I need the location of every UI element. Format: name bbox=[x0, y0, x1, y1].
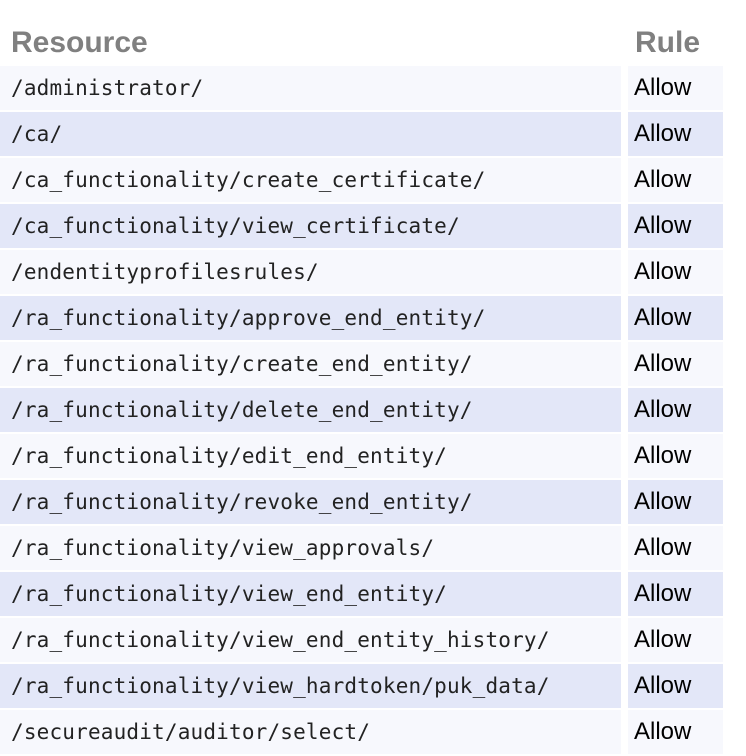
table-row: /secureaudit/auditor/select/Allow bbox=[0, 710, 746, 756]
cell-rule: Allow bbox=[628, 204, 723, 250]
table-row: /ra_functionality/view_approvals/Allow bbox=[0, 526, 746, 572]
table-row: /ca_functionality/view_certificate/Allow bbox=[0, 204, 746, 250]
cell-row-tail bbox=[723, 342, 746, 388]
cell-column-gap bbox=[621, 618, 628, 664]
cell-column-gap bbox=[621, 526, 628, 572]
cell-rule: Allow bbox=[628, 434, 723, 480]
column-header-resource: Resource bbox=[0, 0, 621, 66]
cell-column-gap bbox=[621, 296, 628, 342]
cell-row-tail bbox=[723, 388, 746, 434]
cell-resource: /ra_functionality/view_approvals/ bbox=[0, 526, 621, 572]
cell-column-gap bbox=[621, 158, 628, 204]
cell-rule: Allow bbox=[628, 526, 723, 572]
cell-row-tail bbox=[723, 618, 746, 664]
cell-column-gap bbox=[621, 204, 628, 250]
cell-column-gap bbox=[621, 250, 628, 296]
cell-row-tail bbox=[723, 664, 746, 710]
cell-row-tail bbox=[723, 296, 746, 342]
cell-column-gap bbox=[621, 112, 628, 158]
cell-row-tail bbox=[723, 480, 746, 526]
cell-rule: Allow bbox=[628, 664, 723, 710]
cell-rule: Allow bbox=[628, 66, 723, 112]
cell-rule: Allow bbox=[628, 710, 723, 756]
table-header-row: Resource Rule bbox=[0, 0, 746, 66]
cell-resource: /ra_functionality/approve_end_entity/ bbox=[0, 296, 621, 342]
column-header-rule: Rule bbox=[628, 0, 723, 66]
cell-rule: Allow bbox=[628, 572, 723, 618]
cell-resource: /ra_functionality/view_end_entity/ bbox=[0, 572, 621, 618]
table-row: /endentityprofilesrules/Allow bbox=[0, 250, 746, 296]
cell-resource: /ra_functionality/view_end_entity_histor… bbox=[0, 618, 621, 664]
cell-row-tail bbox=[723, 250, 746, 296]
cell-row-tail bbox=[723, 710, 746, 756]
cell-row-tail bbox=[723, 572, 746, 618]
table-row: /ra_functionality/edit_end_entity/Allow bbox=[0, 434, 746, 480]
column-header-tail bbox=[723, 0, 746, 66]
cell-resource: /ca_functionality/create_certificate/ bbox=[0, 158, 621, 204]
cell-resource: /ra_functionality/view_hardtoken/puk_dat… bbox=[0, 664, 621, 710]
cell-resource: /ra_functionality/delete_end_entity/ bbox=[0, 388, 621, 434]
cell-row-tail bbox=[723, 158, 746, 204]
table-body: /administrator/Allow/ca/Allow/ca_functio… bbox=[0, 66, 746, 756]
table-row: /ra_functionality/view_end_entity_histor… bbox=[0, 618, 746, 664]
cell-rule: Allow bbox=[628, 158, 723, 204]
cell-resource: /administrator/ bbox=[0, 66, 621, 112]
cell-column-gap bbox=[621, 480, 628, 526]
table-row: /ra_functionality/view_hardtoken/puk_dat… bbox=[0, 664, 746, 710]
table-row: /ca/Allow bbox=[0, 112, 746, 158]
cell-resource: /ra_functionality/create_end_entity/ bbox=[0, 342, 621, 388]
table-row: /ra_functionality/revoke_end_entity/Allo… bbox=[0, 480, 746, 526]
table-row: /ra_functionality/create_end_entity/Allo… bbox=[0, 342, 746, 388]
cell-row-tail bbox=[723, 112, 746, 158]
cell-resource: /ra_functionality/edit_end_entity/ bbox=[0, 434, 621, 480]
cell-resource: /ca/ bbox=[0, 112, 621, 158]
cell-column-gap bbox=[621, 572, 628, 618]
table-row: /ca_functionality/create_certificate/All… bbox=[0, 158, 746, 204]
cell-column-gap bbox=[621, 342, 628, 388]
table-row: /ra_functionality/view_end_entity/Allow bbox=[0, 572, 746, 618]
cell-row-tail bbox=[723, 434, 746, 480]
cell-resource: /endentityprofilesrules/ bbox=[0, 250, 621, 296]
cell-row-tail bbox=[723, 526, 746, 572]
cell-rule: Allow bbox=[628, 388, 723, 434]
table-row: /ra_functionality/approve_end_entity/All… bbox=[0, 296, 746, 342]
cell-column-gap bbox=[621, 66, 628, 112]
table-row: /ra_functionality/delete_end_entity/Allo… bbox=[0, 388, 746, 434]
cell-column-gap bbox=[621, 664, 628, 710]
cell-rule: Allow bbox=[628, 250, 723, 296]
cell-resource: /ra_functionality/revoke_end_entity/ bbox=[0, 480, 621, 526]
cell-rule: Allow bbox=[628, 342, 723, 388]
cell-column-gap bbox=[621, 434, 628, 480]
cell-rule: Allow bbox=[628, 618, 723, 664]
cell-column-gap bbox=[621, 710, 628, 756]
cell-rule: Allow bbox=[628, 296, 723, 342]
cell-resource: /ca_functionality/view_certificate/ bbox=[0, 204, 621, 250]
cell-resource: /secureaudit/auditor/select/ bbox=[0, 710, 621, 756]
table-header: Resource Rule bbox=[0, 0, 746, 66]
column-header-spacer bbox=[621, 0, 628, 66]
cell-row-tail bbox=[723, 66, 746, 112]
cell-rule: Allow bbox=[628, 480, 723, 526]
table-row: /administrator/Allow bbox=[0, 66, 746, 112]
cell-column-gap bbox=[621, 388, 628, 434]
cell-rule: Allow bbox=[628, 112, 723, 158]
cell-row-tail bbox=[723, 204, 746, 250]
